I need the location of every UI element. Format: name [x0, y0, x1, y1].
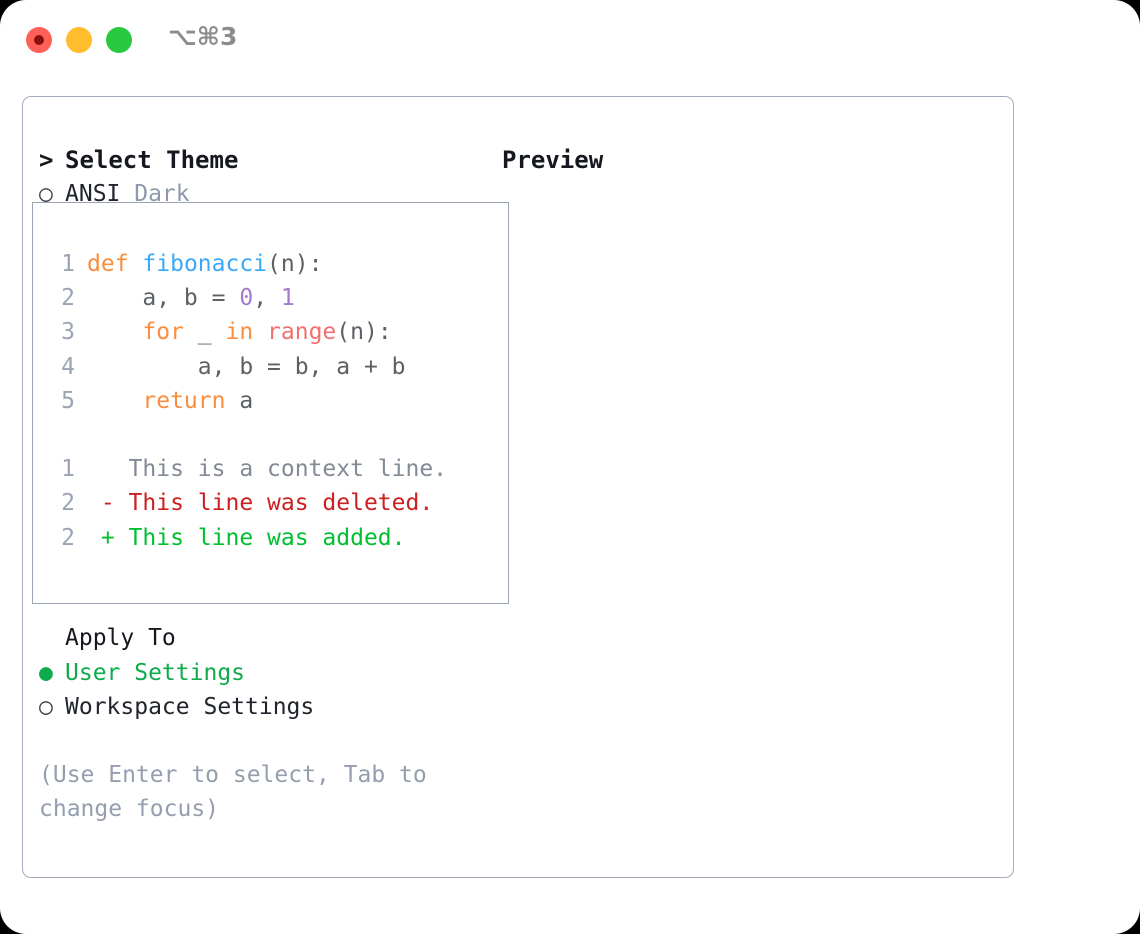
apply-to-options-list: ● User Settings ○ Workspace Settings: [39, 656, 489, 724]
code-token: 0: [239, 285, 254, 312]
keyboard-shortcut-label: ⌥⌘3: [168, 22, 238, 51]
select-theme-title: Select Theme: [65, 146, 239, 174]
code-line: 4 a, b = b, a + b: [51, 350, 447, 384]
line-number: 4: [61, 353, 75, 380]
diff-line-text: This is a context line.: [87, 456, 448, 483]
code-token: [129, 251, 143, 277]
code-token: fibonacci: [142, 251, 268, 277]
code-token: _: [183, 319, 226, 346]
prompt-caret-icon: >: [39, 146, 54, 174]
diff-line-del: 2 - This line was deleted.: [51, 486, 447, 520]
maximize-window-button[interactable]: [106, 27, 132, 53]
title-bar: ⌥⌘3: [0, 0, 1140, 76]
radio-selected-icon: ●: [39, 659, 53, 686]
code-line: 2 a, b = 0, 1: [51, 281, 447, 315]
diff-line-ctx: 1 This is a context line.: [51, 452, 447, 486]
code-token: ,: [253, 285, 281, 312]
minimize-window-button[interactable]: [66, 27, 92, 53]
line-number: 5: [61, 387, 75, 414]
apply-to-option-workspace-settings[interactable]: ○ Workspace Settings: [39, 690, 489, 724]
code-token: range: [267, 319, 337, 346]
apply-to-label: User Settings: [65, 659, 246, 686]
code-token: [253, 319, 267, 345]
apply-to-section: Apply To ● User Settings ○ Workspace Settin…: [39, 621, 489, 724]
code-token: a, b =: [87, 285, 240, 312]
select-theme-header: > Select Theme: [39, 143, 489, 177]
apply-to-heading: Apply To: [65, 625, 176, 652]
code-token: in: [225, 319, 254, 346]
recording-indicator-icon: [34, 35, 44, 45]
keyboard-hint-text: (Use Enter to select, Tab to change focu…: [39, 762, 427, 823]
line-number: 1: [61, 456, 75, 483]
apply-to-label: Workspace Settings: [65, 693, 315, 720]
theme-picker-panel: >Select Theme ○ANSI Dark○Atom One Dark○A…: [22, 96, 1014, 878]
code-token: 1: [280, 285, 295, 312]
code-line: 5 return a: [51, 384, 447, 418]
line-number: 1: [61, 251, 75, 277]
code-token: a, b = b, a + b: [87, 353, 406, 380]
line-number: 2: [61, 524, 75, 551]
preview-heading: Preview: [502, 146, 604, 174]
code-token: [87, 388, 142, 414]
code-token: def: [87, 251, 129, 277]
diff-line-text: + This line was added.: [87, 524, 406, 551]
line-number: 2: [61, 490, 75, 517]
code-token: return: [142, 387, 226, 414]
radio-unselected-icon: ○: [39, 693, 53, 720]
preview-column: Preview: [502, 143, 1002, 177]
diff-line-add: 2 + This line was added.: [51, 521, 447, 555]
code-token: [87, 319, 142, 345]
code-token: for: [142, 319, 184, 346]
code-line: 3 for _ in range(n):: [51, 315, 447, 349]
code-token: (n):: [336, 319, 392, 346]
code-token: (n):: [267, 251, 323, 277]
code-line: 1 def fibonacci(n):: [51, 247, 447, 281]
diff-line-text: - This line was deleted.: [87, 490, 434, 517]
radio-unselected-icon: ○: [39, 181, 53, 208]
code-diff-separator: [51, 418, 447, 452]
line-number: 2: [61, 285, 75, 312]
apply-to-option-user-settings[interactable]: ● User Settings: [39, 656, 489, 690]
code-token: a: [225, 387, 254, 414]
line-number: 3: [61, 319, 75, 346]
